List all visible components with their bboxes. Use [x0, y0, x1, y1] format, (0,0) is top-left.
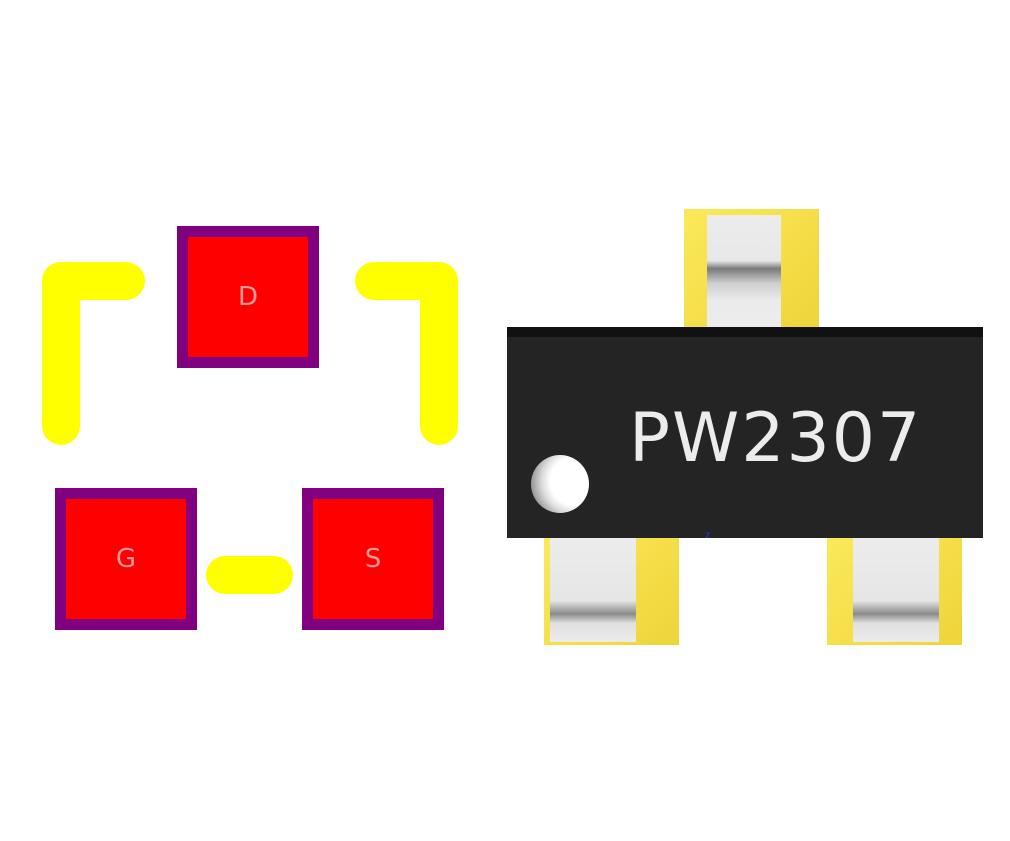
part-marking: PW2307 — [629, 399, 923, 478]
pad-label: D — [237, 282, 259, 312]
lead-top — [707, 215, 781, 329]
silkscreen-bottom-bar — [206, 556, 293, 594]
silkscreen-left-horizontal — [42, 262, 145, 300]
package-body: PW2307 — [507, 327, 983, 538]
pad-gate[interactable]: G — [55, 488, 197, 630]
pin1-indicator-icon — [531, 455, 589, 513]
axis-label: z — [705, 530, 711, 541]
pad-label: S — [364, 544, 382, 574]
lead-bottom-right — [853, 538, 939, 642]
lead-bottom-left — [550, 538, 636, 642]
pad-drain[interactable]: D — [177, 226, 319, 368]
silkscreen-right-horizontal — [355, 262, 458, 300]
pad-label: G — [115, 544, 137, 574]
pad-source[interactable]: S — [302, 488, 444, 630]
